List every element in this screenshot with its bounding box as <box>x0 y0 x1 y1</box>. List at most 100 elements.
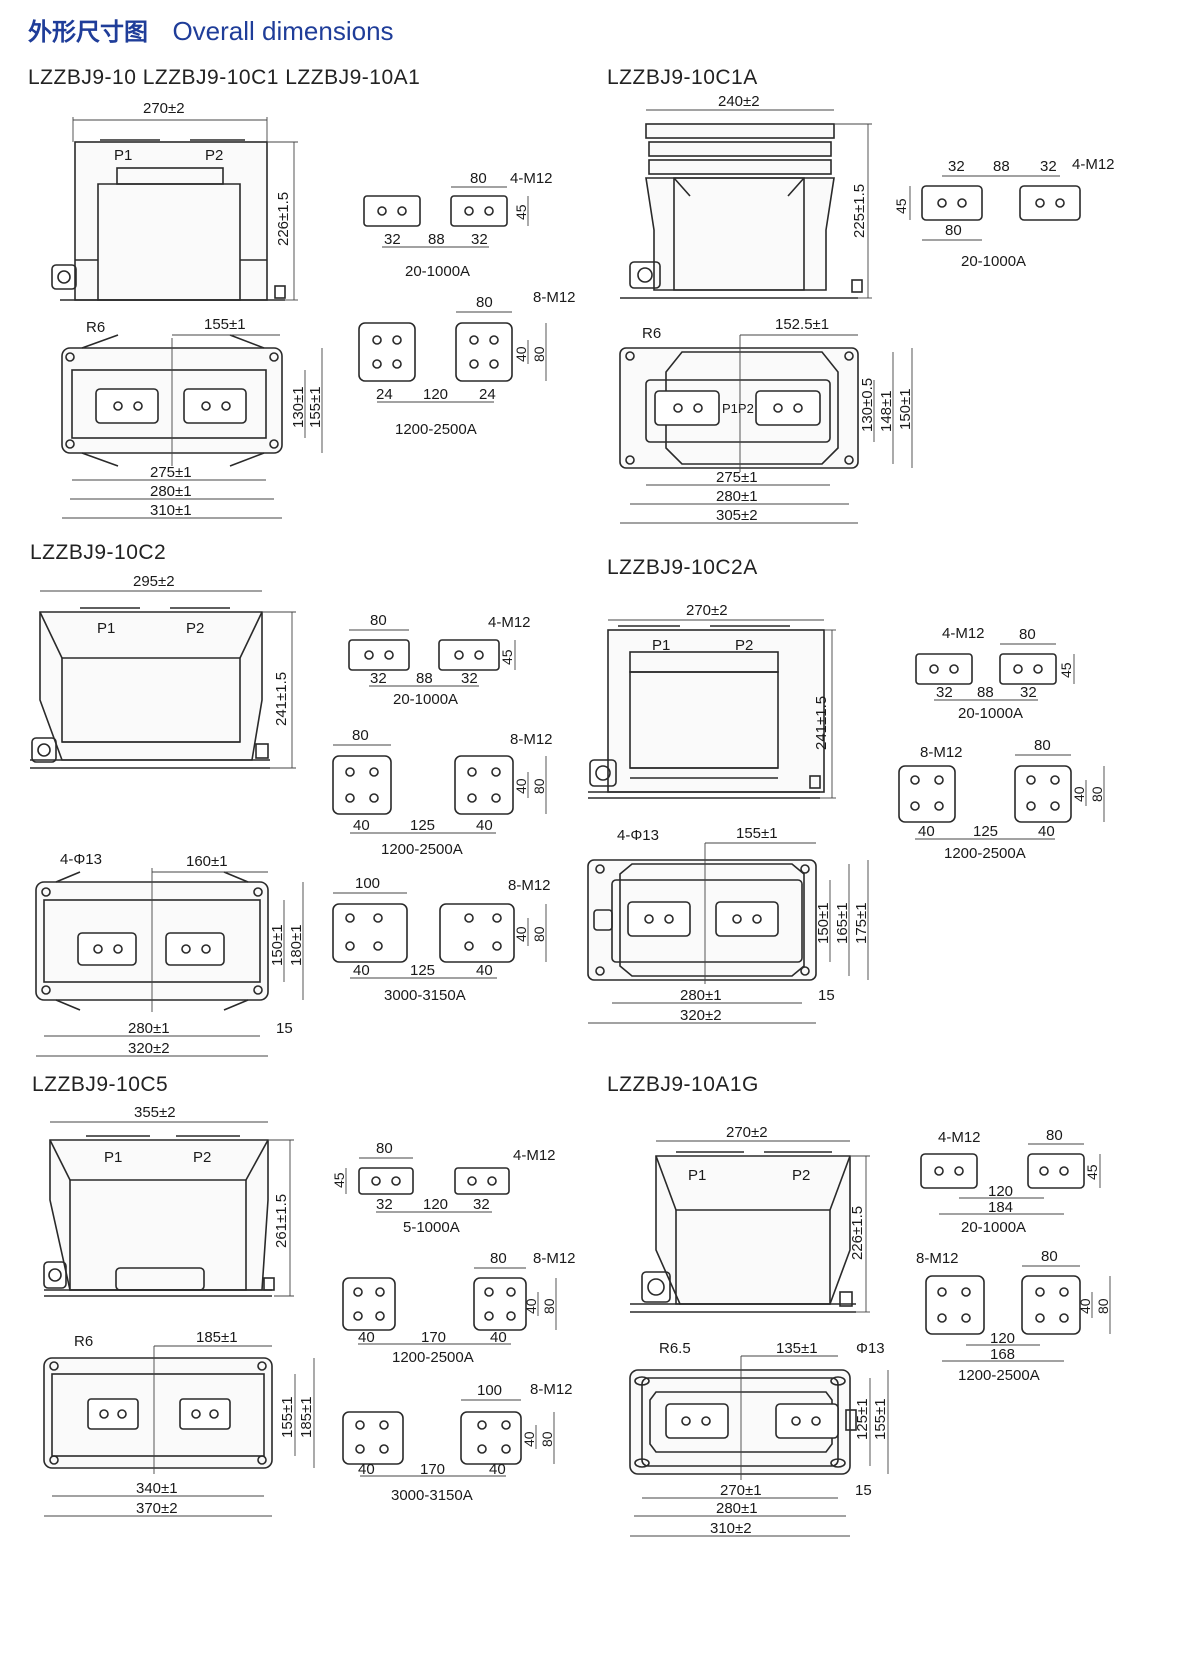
dim-pad-height: 45 <box>893 198 909 214</box>
dim-width: 270±2 <box>143 100 185 117</box>
dim-width-2: 320±2 <box>680 1007 722 1024</box>
title-english: Overall dimensions <box>172 16 394 46</box>
terminal-large-lzzbj9-10c2: 80 8-M12 40 80 40 125 40 1200-2500A <box>332 727 553 858</box>
dim-holes: 8-M12 <box>533 1250 576 1267</box>
dim-height: 241±1.5 <box>273 672 290 726</box>
terminal-large-lzzbj9-10a1g: 8-M12 80 40 80 120 168 1200-2500A <box>916 1248 1111 1384</box>
model-label: LZZBJ9-10A1G <box>607 1073 759 1096</box>
top-view-lzzbj9-10c2: 4-Φ13 160±1 150±1 180±1 280±1 320±2 15 <box>35 851 305 1057</box>
p1p2-label: P1P2 <box>722 401 754 416</box>
dim-pad-height: 80 <box>539 1431 555 1447</box>
front-view-lzzbj9-10: 270±2 P1 P2 226±1.5 <box>51 100 298 301</box>
dim-spacing-1: 40 <box>358 1461 375 1478</box>
current-range: 1200-2500A <box>395 421 477 438</box>
dim-width-1: 275±1 <box>716 469 758 486</box>
top-view-lzzbj9-10c1a: P1P2 R6 152.5±1 130±0.5 148±1 150±1 275±… <box>619 316 914 524</box>
dim-holes: 4-M12 <box>1072 156 1115 173</box>
dim-pad-width: 80 <box>476 294 493 311</box>
dim-spacing-1: 32 <box>384 231 401 248</box>
dim-spacing-2: 170 <box>420 1461 445 1478</box>
dim-holes: 8-M12 <box>916 1250 959 1267</box>
terminal-small-lzzbj9-10c2: 80 4-M12 45 32 88 32 20-1000A <box>348 612 531 708</box>
terminal-xl-lzzbj9-10c5: 100 8-M12 40 80 40 170 40 3000-3150A <box>342 1381 573 1504</box>
dim-spacing-1: 40 <box>918 823 935 840</box>
dim-holes: 4-M12 <box>488 614 531 631</box>
dim-hole-pitch: 40 <box>513 346 529 362</box>
dim-mid-height: 165±1 <box>834 902 851 944</box>
current-range: 1200-2500A <box>381 841 463 858</box>
terminal-large-lzzbj9-10: 80 8-M12 40 80 24 120 24 1200-2500A <box>358 289 576 438</box>
dim-half-width: 135±1 <box>776 1340 818 1357</box>
dim-holes: 4-Φ13 <box>617 827 659 844</box>
dim-spacing-2: 120 <box>423 1196 448 1213</box>
dim-edge: 15 <box>276 1020 293 1037</box>
dim-spacing-1: 32 <box>376 1196 393 1213</box>
dim-pad-height: 45 <box>1058 662 1074 678</box>
dim-spacing-1: 40 <box>353 817 370 834</box>
dim-width-2: 280±1 <box>716 488 758 505</box>
dim-width: 355±2 <box>134 1104 176 1121</box>
p2-label: P2 <box>186 620 204 637</box>
dim-width-1: 270±1 <box>720 1482 762 1499</box>
dim-pad-width: 80 <box>490 1250 507 1267</box>
top-view-lzzbj9-10: R6 155±1 130±1 155±1 275±1 280±1 310±1 <box>61 316 324 519</box>
dim-pad-height: 45 <box>1084 1164 1100 1180</box>
dim-hole-pitch: 40 <box>1071 786 1087 802</box>
terminal-large-lzzbj9-10c5: 80 8-M12 40 80 40 170 40 1200-2500A <box>342 1250 576 1366</box>
dim-spacing-3: 40 <box>476 962 493 979</box>
dim-spacing-3: 32 <box>473 1196 490 1213</box>
dim-spacing-1: 120 <box>988 1183 1013 1200</box>
dim-holes: 4-M12 <box>942 625 985 642</box>
p1-label: P1 <box>104 1149 122 1166</box>
dim-width: 295±2 <box>133 573 175 590</box>
dim-pad-width: 80 <box>1019 626 1036 643</box>
current-range: 20-1000A <box>961 1219 1026 1236</box>
model-label: LZZBJ9-10C1A <box>607 66 758 89</box>
dim-pad-height: 80 <box>1089 786 1105 802</box>
dim-pad-width: 100 <box>355 875 380 892</box>
dim-width-1: 340±1 <box>136 1480 178 1497</box>
dim-half-width: 160±1 <box>186 853 228 870</box>
dim-spacing-2: 88 <box>428 231 445 248</box>
dim-holes: 8-M12 <box>530 1381 573 1398</box>
dim-spacing-2: 125 <box>410 962 435 979</box>
dim-half-width: 155±1 <box>204 316 246 333</box>
dim-width: 240±2 <box>718 93 760 110</box>
dim-pad-height: 80 <box>1095 1298 1111 1314</box>
dim-pad-width: 80 <box>470 170 487 187</box>
top-view-lzzbj9-10a1g: R6.5 135±1 Φ13 125±1 155±1 270±1 280±1 3… <box>629 1340 889 1537</box>
dim-pad-height: 80 <box>531 346 547 362</box>
dim-radius: R6.5 <box>659 1340 691 1357</box>
dim-spacing-2: 125 <box>410 817 435 834</box>
top-view-lzzbj9-10c2a: 4-Φ13 155±1 150±1 165±1 175±1 280±1 320±… <box>587 825 870 1024</box>
dim-height: 226±1.5 <box>849 1206 866 1260</box>
terminal-xl-lzzbj9-10c2: 100 8-M12 40 80 40 125 40 3000-3150A <box>332 875 551 1004</box>
current-range: 1200-2500A <box>392 1349 474 1366</box>
dim-hole-pitch: 40 <box>523 1298 539 1314</box>
current-range: 3000-3150A <box>384 987 466 1004</box>
top-view-lzzbj9-10c5: R6 185±1 155±1 185±1 340±1 370±2 <box>43 1329 315 1517</box>
dim-hole-pitch: 40 <box>513 926 529 942</box>
terminal-small-lzzbj9-10c2a: 4-M12 80 45 32 88 32 20-1000A <box>915 625 1075 722</box>
dim-spacing-3: 24 <box>479 386 496 403</box>
dim-spacing-2: 88 <box>977 684 994 701</box>
dim-pad-height: 80 <box>531 926 547 942</box>
terminal-large-lzzbj9-10c2a: 8-M12 80 40 80 40 125 40 1200-2500A <box>898 737 1105 862</box>
title-chinese: 外形尺寸图 <box>28 18 148 46</box>
dim-holes: 4-M12 <box>510 170 553 187</box>
dim-pad-height: 45 <box>499 649 515 665</box>
terminal-small-lzzbj9-10a1g: 4-M12 80 45 120 184 20-1000A <box>920 1127 1101 1236</box>
dim-spacing-1: 32 <box>948 158 965 175</box>
dim-hole-pitch: 40 <box>513 778 529 794</box>
dim-radius: R6 <box>86 319 105 336</box>
dim-half-width: 152.5±1 <box>775 316 829 333</box>
dim-hole-pitch: 40 <box>521 1431 537 1447</box>
dim-radius: R6 <box>74 1333 93 1350</box>
dim-pad-width: 80 <box>1046 1127 1063 1144</box>
dim-pad-height: 80 <box>531 778 547 794</box>
dim-outer-height: 175±1 <box>853 902 870 944</box>
dim-width-3: 310±1 <box>150 502 192 519</box>
dim-width-1: 275±1 <box>150 464 192 481</box>
dim-inner-height: 150±1 <box>269 924 286 966</box>
dim-outer-height: 155±1 <box>307 386 324 428</box>
